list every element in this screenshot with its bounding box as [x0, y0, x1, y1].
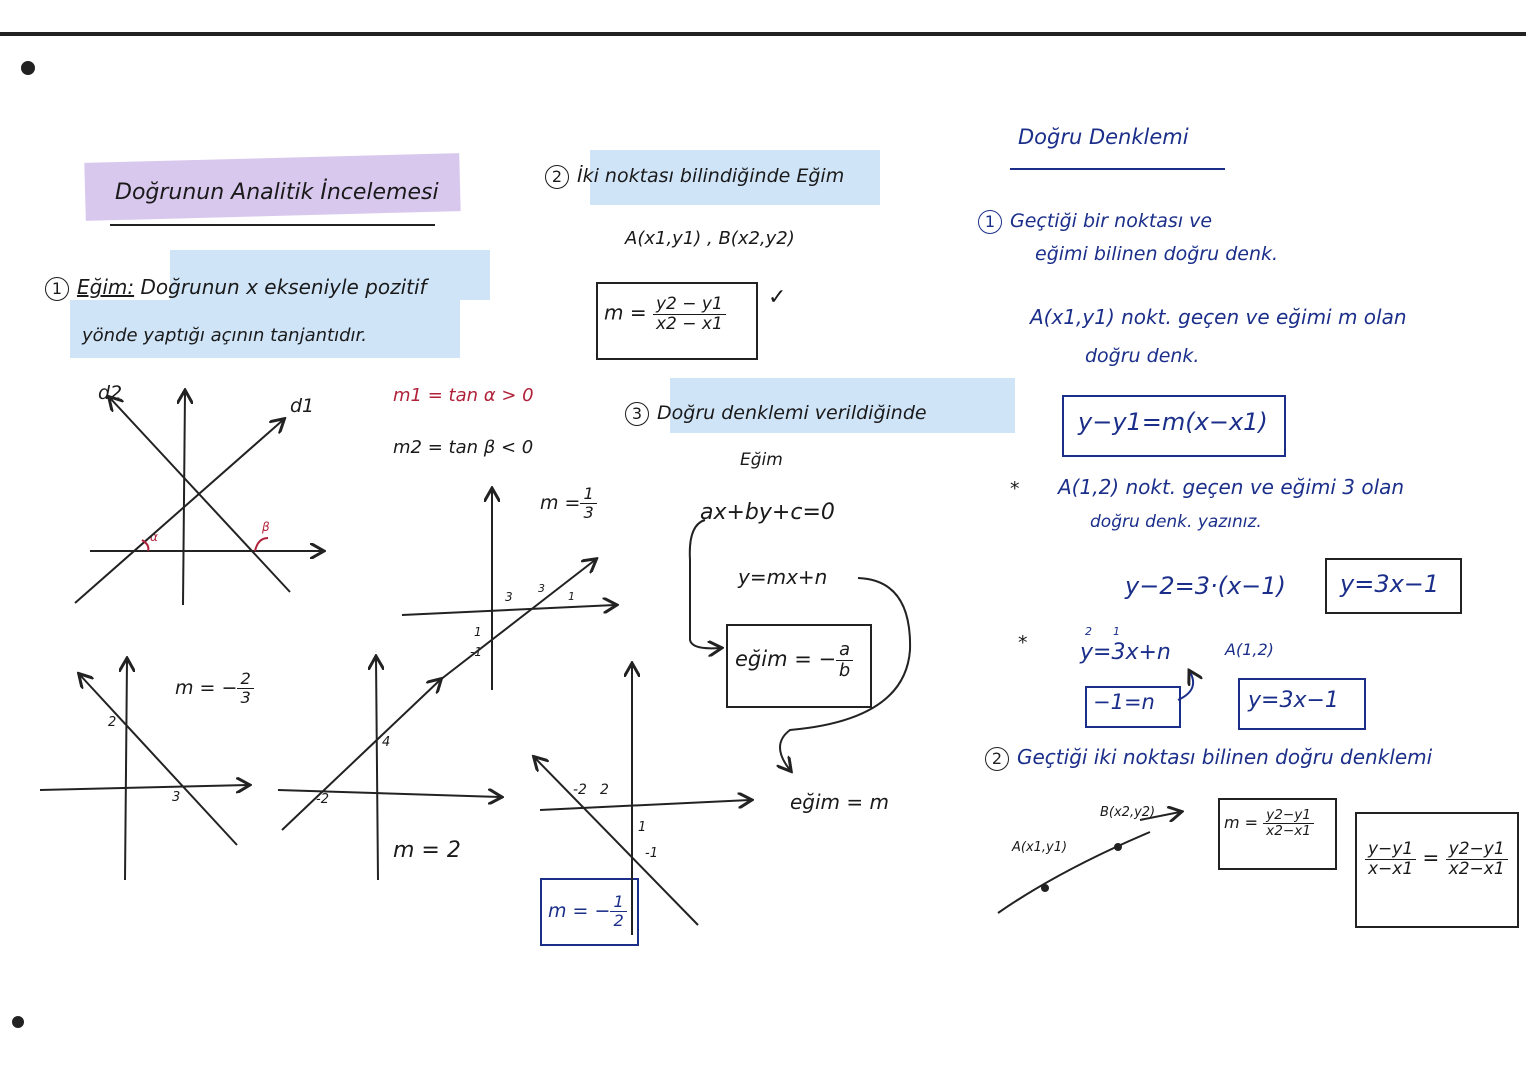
egim-m: eğim = m	[790, 790, 889, 814]
ex1-tick: 3	[538, 582, 545, 595]
alpha-label: α	[150, 530, 158, 544]
two-point-formula-box	[1355, 812, 1519, 928]
definition-highlight	[170, 250, 490, 300]
s1-line2: eğimi bilinen doğru denk.	[1035, 243, 1279, 265]
two-point-slope-box	[1218, 798, 1337, 870]
right-title-underline	[1010, 168, 1225, 170]
ex1-tick: 3	[505, 590, 513, 604]
m2-formula: m2 = tan β < 0	[393, 437, 534, 458]
ex-answer-box	[1325, 558, 1462, 614]
s1-line4: doğru denk.	[1085, 345, 1200, 367]
ex4-slope-box	[540, 878, 639, 946]
alt-answer-box	[1238, 678, 1366, 730]
slope-formula-box	[596, 282, 758, 360]
ex-work: y−2=3·(x−1)	[1125, 572, 1286, 600]
alt-star: *	[1018, 632, 1028, 654]
section3-sub: Eğim	[740, 450, 783, 470]
ex3-tick: 4	[382, 735, 391, 750]
definition-line2: yönde yaptığı açının tanjantıdır.	[82, 325, 367, 346]
ex-answer: y=3x−1	[1340, 570, 1440, 598]
two-point-line	[997, 812, 1180, 914]
ex4-tick: -2	[573, 782, 587, 798]
general-equation: ax+by+c=0	[700, 500, 835, 525]
graph-ex1	[401, 490, 615, 690]
title-underline	[110, 224, 435, 226]
ex4-tick: 2	[600, 782, 609, 798]
ex4-tick: -1	[645, 846, 658, 861]
ex4-tick: 1	[638, 820, 647, 835]
section2-highlight	[590, 150, 880, 205]
beta-label: β	[262, 520, 270, 534]
alt-n-box	[1085, 686, 1181, 728]
d1-label: d1	[290, 395, 315, 417]
top-border	[0, 32, 1526, 36]
graph-ex4	[535, 665, 750, 935]
graph-ex2	[39, 660, 248, 881]
s1-line3: A(x1,y1) nokt. geçen ve eğimi m olan	[1030, 305, 1407, 329]
point-b: B(x2,y2)	[1100, 805, 1156, 820]
alt-equation: y=3x+n	[1080, 640, 1171, 665]
slope-intercept: y=mx+n	[738, 565, 828, 589]
point-slope-formula: y−y1=m(x−x1)	[1078, 408, 1268, 436]
egim-box	[726, 624, 872, 708]
m1-formula: m1 = tan α > 0	[393, 385, 534, 406]
graph-d1-d2	[74, 392, 322, 606]
alt-answer: y=3x−1	[1248, 688, 1339, 713]
section-title: Doğrunun Analitik İncelemesi	[115, 180, 439, 205]
hole-punch	[21, 61, 35, 75]
ex-line1: A(1,2) nokt. geçen ve eğimi 3 olan	[1058, 475, 1405, 499]
derivation-arrows	[688, 519, 1193, 770]
right-title: Doğru Denklemi	[1018, 125, 1189, 149]
ex2-tick: 3	[172, 790, 181, 805]
section3-highlight	[670, 378, 1015, 433]
two-points: A(x1,y1) , B(x2,y2)	[625, 228, 795, 249]
alt-sub: 2 1	[1085, 625, 1120, 638]
hole-punch	[12, 1016, 24, 1028]
point-a: A(x1,y1)	[1012, 840, 1068, 855]
ex-line2: doğru denk. yazınız.	[1090, 512, 1262, 532]
ex2-tick: 2	[108, 715, 117, 730]
alt-point: A(1,2)	[1225, 640, 1274, 659]
graph-ex3	[277, 658, 500, 881]
alt-n: −1=n	[1093, 690, 1155, 714]
definition-highlight-2	[70, 300, 460, 358]
ex3-slope: m = 2	[393, 838, 461, 863]
check-mark: ✓	[768, 285, 787, 310]
ex-star: *	[1010, 478, 1020, 500]
ex1-tick: 1	[568, 590, 575, 603]
point-slope-box	[1062, 395, 1286, 457]
ex1-tick: 1	[474, 625, 482, 639]
